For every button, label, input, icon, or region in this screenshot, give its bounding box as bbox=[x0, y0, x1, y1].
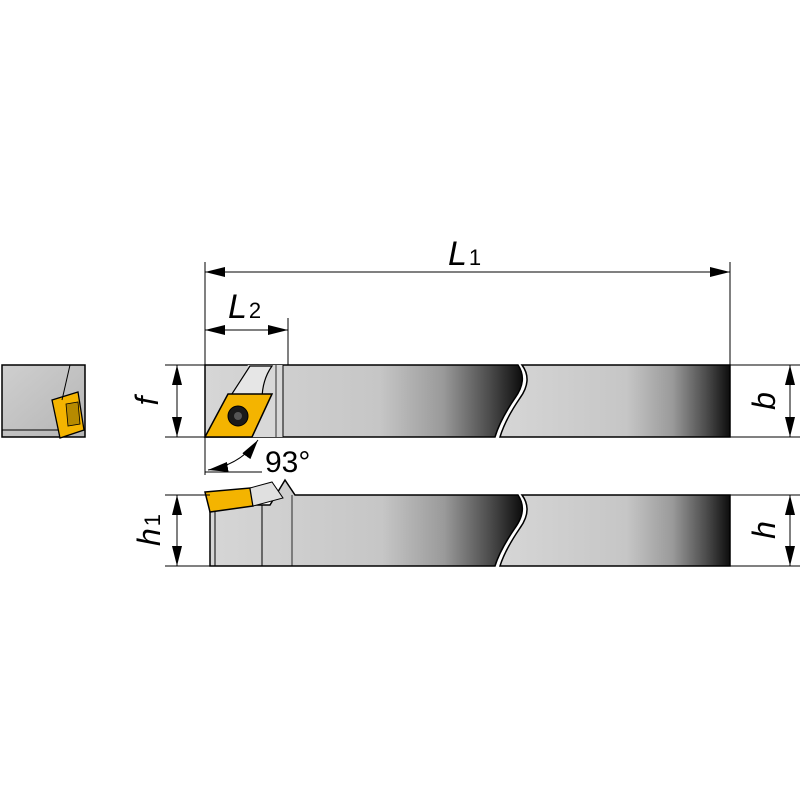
b-label: b bbox=[746, 392, 782, 410]
side-view bbox=[204, 478, 731, 567]
top-view-left-body bbox=[204, 364, 524, 438]
side-view-right-body bbox=[498, 494, 731, 567]
dimension-lines bbox=[165, 262, 800, 567]
L1-label: L1 bbox=[448, 235, 481, 273]
end-view bbox=[1, 364, 86, 439]
h1-label: h1 bbox=[131, 514, 167, 546]
L2-label: L2 bbox=[228, 288, 261, 326]
angle-arc bbox=[207, 439, 259, 472]
h-label: h bbox=[746, 521, 782, 539]
side-view-clamp bbox=[249, 481, 284, 507]
angle-label: 93° bbox=[265, 446, 310, 479]
f-label: f bbox=[129, 393, 165, 405]
top-view bbox=[203, 364, 731, 438]
insert-screw-hole-icon bbox=[234, 412, 242, 420]
end-view-screw bbox=[65, 401, 81, 427]
top-view-right-body bbox=[498, 364, 731, 438]
side-view-left-body bbox=[209, 478, 524, 567]
end-view-insert-line bbox=[61, 364, 71, 401]
